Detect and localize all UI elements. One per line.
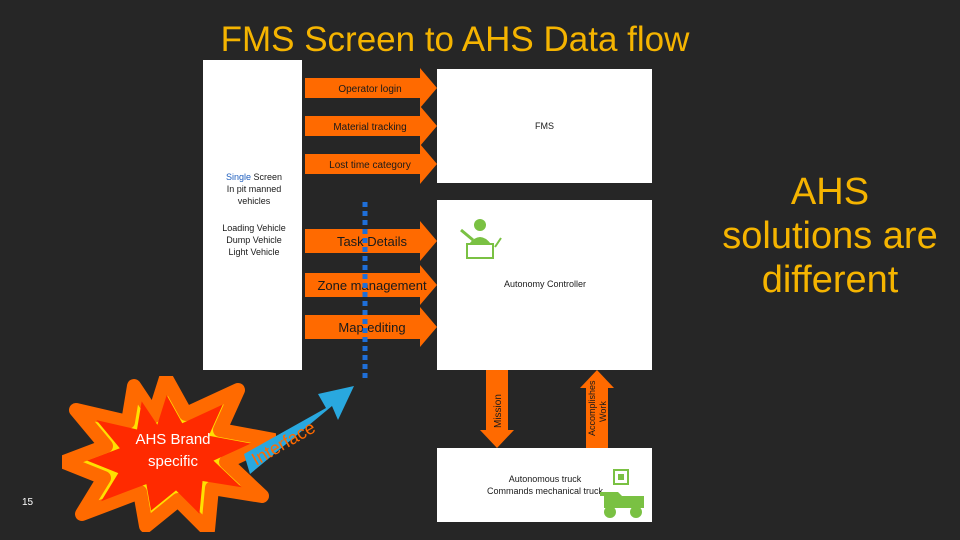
autonomous-truck-icon — [600, 469, 644, 518]
vehicle-type-light: Light Vehicle — [228, 247, 280, 257]
ahs-solutions-note: AHS solutions are different — [690, 170, 960, 302]
vehicles-line: vehicles — [237, 196, 271, 206]
accomplishes-label-1: Accomplishes — [587, 380, 597, 436]
starburst-line2: specific — [148, 453, 199, 470]
accomplishes-label-2: Work — [598, 401, 608, 422]
truck-line1: Autonomous truck — [508, 474, 582, 484]
starburst-line1: AHS Brand — [135, 431, 210, 448]
mission-label: Mission — [493, 394, 504, 428]
fms-label: FMS — [535, 121, 554, 131]
interface-divider-line — [362, 202, 368, 378]
operator-icon — [460, 219, 502, 259]
autonomy-controller-label: Autonomy Controller — [503, 279, 587, 289]
arrow-material-tracking: Material tracking — [305, 106, 437, 146]
slide-title: FMS Screen to AHS Data flow — [220, 20, 690, 59]
screen-word: Screen — [251, 172, 283, 182]
arrow-zone-management: Zone management — [305, 265, 437, 305]
arrow-operator-login: Operator login — [305, 68, 437, 108]
side-note-line1: AHS — [790, 171, 870, 213]
ahs-brand-starburst: AHS Brand specific — [62, 376, 276, 532]
side-note-line3: different — [761, 259, 899, 301]
interface-label: Interface — [248, 417, 319, 469]
truck-line2: Commands mechanical truck — [486, 486, 604, 496]
single-screen-label: Single Screen — [206, 171, 302, 183]
accomplishes-work-arrow: Accomplishes Work — [580, 370, 614, 448]
manned-line: In pit manned — [226, 184, 282, 194]
autonomy-controller-box — [437, 200, 652, 370]
slide-number: 15 — [22, 497, 34, 508]
arrow-label: Lost time category — [329, 160, 411, 171]
arrow-label: Map editing — [338, 320, 405, 335]
interface-arrow: Interface — [244, 386, 354, 474]
vehicle-type-dump: Dump Vehicle — [226, 235, 282, 245]
single-word: Single — [225, 172, 251, 182]
arrow-map-editing: Map editing — [305, 307, 437, 347]
arrow-lost-time-category: Lost time category — [305, 144, 437, 184]
side-note-line2: solutions are — [722, 215, 938, 257]
arrow-label: Task Details — [337, 234, 408, 249]
arrow-label: Operator login — [338, 84, 401, 95]
fms-box — [437, 69, 652, 183]
mission-arrow: Mission — [480, 370, 514, 448]
arrow-label: Material tracking — [333, 122, 406, 133]
data-flow-arrows: Operator login Material tracking Lost ti… — [305, 68, 437, 347]
arrow-label: Zone management — [317, 278, 427, 293]
vehicle-type-loading: Loading Vehicle — [222, 223, 286, 233]
arrow-task-details: Task Details — [305, 221, 437, 261]
fms-screen-panel — [203, 60, 302, 370]
